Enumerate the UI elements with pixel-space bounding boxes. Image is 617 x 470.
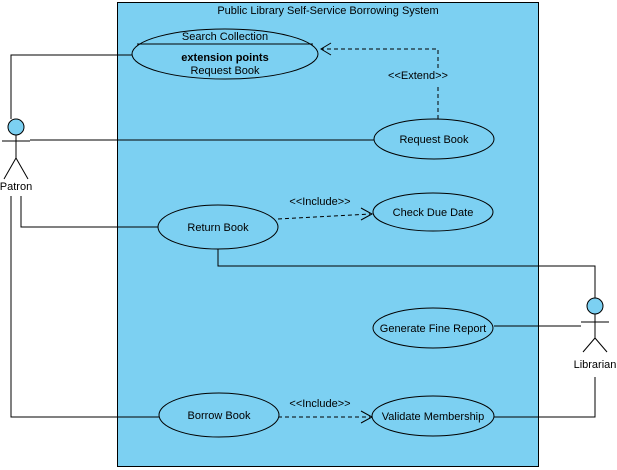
use-case-label: Search Collection [182, 31, 268, 43]
use-case-generate-fine-report[interactable]: Generate Fine Report [372, 307, 494, 349]
actor-label: Patron [0, 181, 32, 193]
include-relationship-validate-membership: <<Include>> [278, 398, 374, 424]
actor-patron[interactable]: Patron [0, 118, 32, 193]
actor-head-icon [586, 297, 604, 315]
use-case-ellipse[interactable] [157, 204, 279, 250]
extension-point-value: Request Book [190, 65, 260, 77]
use-case-validate-membership[interactable]: Validate Membership [371, 395, 495, 437]
include-relationship-check-due-date: <<Include>> [277, 196, 374, 221]
use-case-ellipse[interactable] [158, 392, 280, 438]
actor-leg-icon [594, 337, 608, 353]
use-case-request-book[interactable]: Request Book [373, 118, 495, 160]
actor-leg-icon [3, 157, 17, 180]
extend-stereotype-label: <<Extend>> [388, 70, 448, 82]
actor-head-icon [7, 118, 25, 136]
use-case-ellipse[interactable] [371, 395, 495, 437]
association-patron-search-collection [10, 54, 132, 119]
use-case-borrow-book[interactable]: Borrow Book [158, 392, 280, 438]
use-case-search-collection[interactable]: Search Collection extension points Reque… [131, 28, 319, 80]
extension-points-heading: extension points [181, 52, 268, 64]
extend-arrowhead-icon [320, 42, 332, 56]
use-case-ellipse[interactable] [372, 192, 494, 232]
include-arrowhead-icon [360, 207, 374, 221]
use-case-ellipse[interactable] [131, 28, 319, 80]
extend-relationship: <<Extend>> [320, 42, 448, 119]
use-case-ellipse[interactable] [372, 307, 494, 349]
use-case-label: Check Due Date [393, 207, 474, 219]
use-case-label: Return Book [187, 222, 249, 234]
use-case-label: Borrow Book [188, 410, 251, 422]
use-case-label: Validate Membership [382, 411, 485, 423]
use-case-label: Request Book [399, 134, 469, 146]
use-case-check-due-date[interactable]: Check Due Date [372, 192, 494, 232]
association-patron-return-book [20, 196, 158, 228]
use-case-ellipse[interactable] [373, 118, 495, 160]
actor-librarian[interactable]: Librarian [574, 297, 617, 371]
use-case-return-book[interactable]: Return Book [157, 204, 279, 250]
actor-leg-icon [582, 337, 596, 353]
association-validate-membership-librarian [494, 377, 596, 418]
system-boundary-title: Public Library Self-Service Borrowing Sy… [217, 5, 438, 17]
actor-leg-icon [15, 157, 29, 180]
include-stereotype-label: <<Include>> [289, 398, 350, 410]
association-return-book-librarian [217, 249, 596, 298]
include-stereotype-label: <<Include>> [289, 196, 350, 208]
association-patron-borrow-book [10, 196, 159, 418]
actor-label: Librarian [574, 359, 617, 371]
use-case-label: Generate Fine Report [380, 323, 486, 335]
